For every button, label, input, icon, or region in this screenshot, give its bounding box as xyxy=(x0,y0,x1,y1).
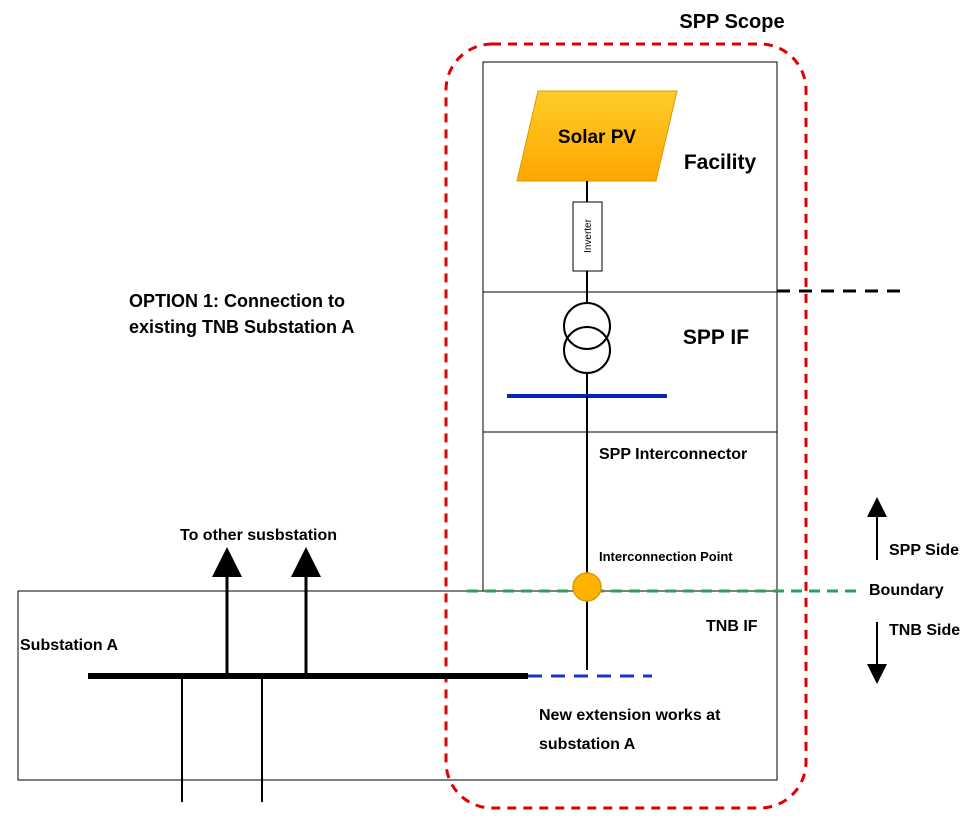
interconnection-point-marker xyxy=(572,572,602,602)
spp-scope-title: SPP Scope xyxy=(679,11,784,33)
spp-if-box xyxy=(482,291,778,433)
tnb-side-label: TNB Side xyxy=(889,622,960,639)
option-line-2: existing TNB Substation A xyxy=(129,317,354,337)
option-line-1: OPTION 1: Connection to xyxy=(129,291,345,311)
transformer-icon-upper xyxy=(563,302,611,350)
tnb-if-label: TNB IF xyxy=(706,618,758,635)
solar-pv-shape xyxy=(516,90,678,182)
spp-if-label: SPP IF xyxy=(683,326,749,349)
substation-a-label: Substation A xyxy=(20,637,119,654)
spp-scope-border xyxy=(444,42,808,810)
to-other-substation-label: To other susbstation xyxy=(180,527,337,544)
spp-interconnector-label: SPP Interconnector xyxy=(599,446,747,463)
interconnection-point-label: Interconnection Point xyxy=(599,549,733,564)
inverter-label: Inverter xyxy=(583,218,594,253)
spp-side-label: SPP Side xyxy=(889,542,959,559)
inverter-box xyxy=(572,201,603,272)
facility-label: Facility xyxy=(684,151,757,174)
new-extension-line-1: New extension works at xyxy=(539,707,721,724)
solar-pv-label: Solar PV xyxy=(558,127,636,148)
new-extension-line-2: substation A xyxy=(539,736,636,753)
substation-a-box xyxy=(17,590,778,781)
boundary-label: Boundary xyxy=(869,582,944,599)
